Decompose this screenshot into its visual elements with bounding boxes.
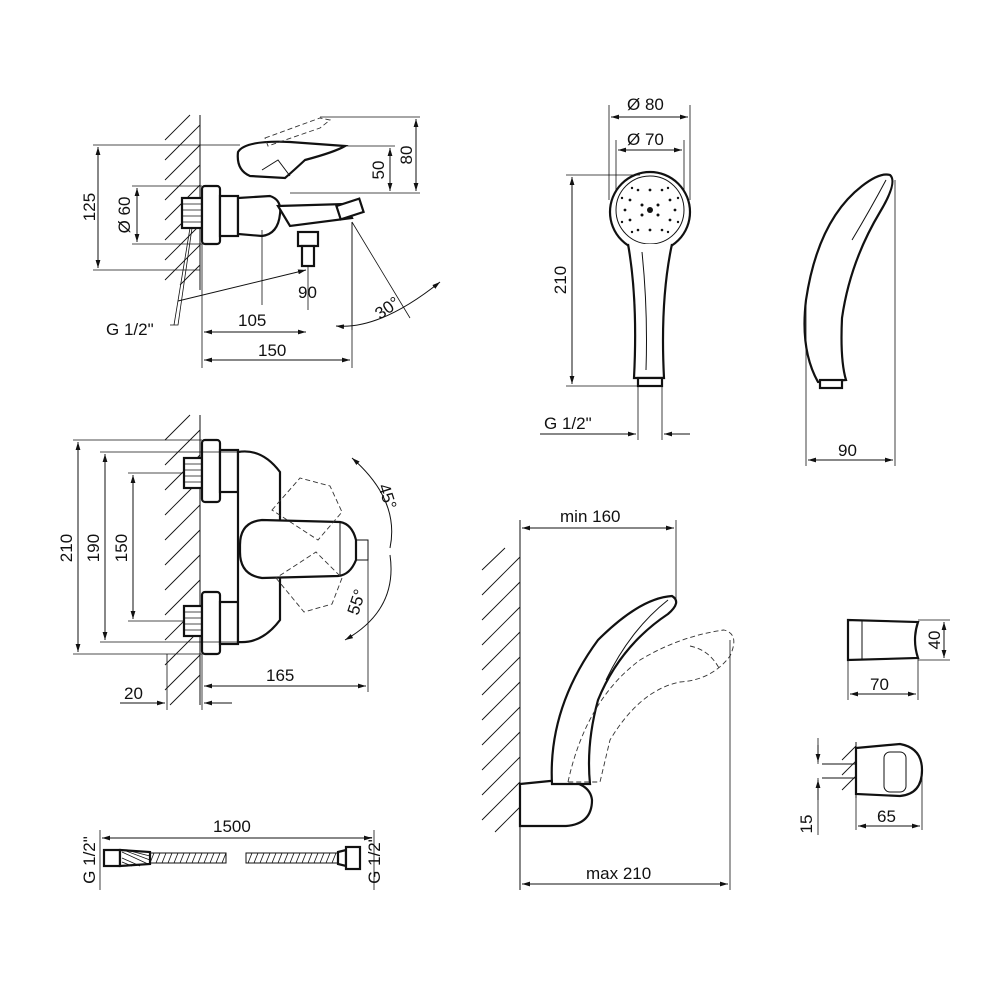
dim-20: 20 <box>124 684 143 703</box>
angle-30: 30° <box>371 293 403 323</box>
dim-50: 50 <box>369 161 388 180</box>
dim-125: 125 <box>80 193 99 221</box>
spray-nozzles <box>620 186 680 234</box>
dim-70-holder: 70 <box>870 675 889 694</box>
lever-handle <box>236 140 349 180</box>
lever-top <box>238 518 358 580</box>
holder-base <box>518 778 594 828</box>
wall-hatch-bottom <box>481 547 521 833</box>
dim-165: 165 <box>266 666 294 685</box>
dim-190: 190 <box>84 534 103 562</box>
escutcheon <box>200 184 222 246</box>
spout <box>276 202 354 228</box>
thread-label-shower: G 1/2" <box>544 414 592 433</box>
shower-max-position <box>567 629 735 783</box>
dim-90-depth: 90 <box>838 441 857 460</box>
holder-front <box>846 618 920 662</box>
angle-45: 45° <box>374 481 400 511</box>
shower-min-position <box>550 594 678 786</box>
dim-40: 40 <box>925 631 944 650</box>
shower-handle <box>626 243 674 380</box>
dim-210-shower: 210 <box>551 266 570 294</box>
hand-shower-side: 90 <box>803 173 896 466</box>
dim-105: 105 <box>238 311 266 330</box>
holder-detail: 40 70 15 65 <box>797 618 950 835</box>
angle-55: 55° <box>344 587 370 617</box>
thread-label-mixer: G 1/2" <box>106 320 154 339</box>
dim-min-160: min 160 <box>560 507 620 526</box>
dim-65: 65 <box>877 807 896 826</box>
dim-max-210: max 210 <box>586 864 651 883</box>
dim-15: 15 <box>797 815 816 834</box>
dim-90-spout: 90 <box>298 283 317 302</box>
dim-d70: Ø 70 <box>627 130 664 149</box>
mixer-top-view: 45° 55° 210 190 150 20 165 <box>57 414 400 710</box>
shower-hose: 1500 G 1/2" G 1/2" <box>80 817 384 890</box>
thread-pipe <box>180 196 204 230</box>
mixer-side-view: 125 Ø 60 50 80 G 1/2" 90 105 150 30° <box>80 114 441 368</box>
thread-right-hose: G 1/2" <box>365 836 384 884</box>
dim-d80: Ø 80 <box>627 95 664 114</box>
hand-shower-front: Ø 80 Ø 70 210 G 1/2" <box>540 95 692 440</box>
dim-d60: Ø 60 <box>115 197 134 234</box>
shower-side-profile <box>803 173 894 384</box>
dim-150-mixer: 150 <box>112 534 131 562</box>
dim-210-mixer: 210 <box>57 534 76 562</box>
dim-150-spout: 150 <box>258 341 286 360</box>
dim-80: 80 <box>397 146 416 165</box>
wall-holder-view: min 160 max 210 <box>481 507 735 890</box>
hose-body-right <box>245 852 339 864</box>
thread-left-hose: G 1/2" <box>80 836 99 884</box>
hose-body-left <box>149 852 227 864</box>
dim-1500: 1500 <box>213 817 251 836</box>
mixer-body <box>236 194 282 238</box>
